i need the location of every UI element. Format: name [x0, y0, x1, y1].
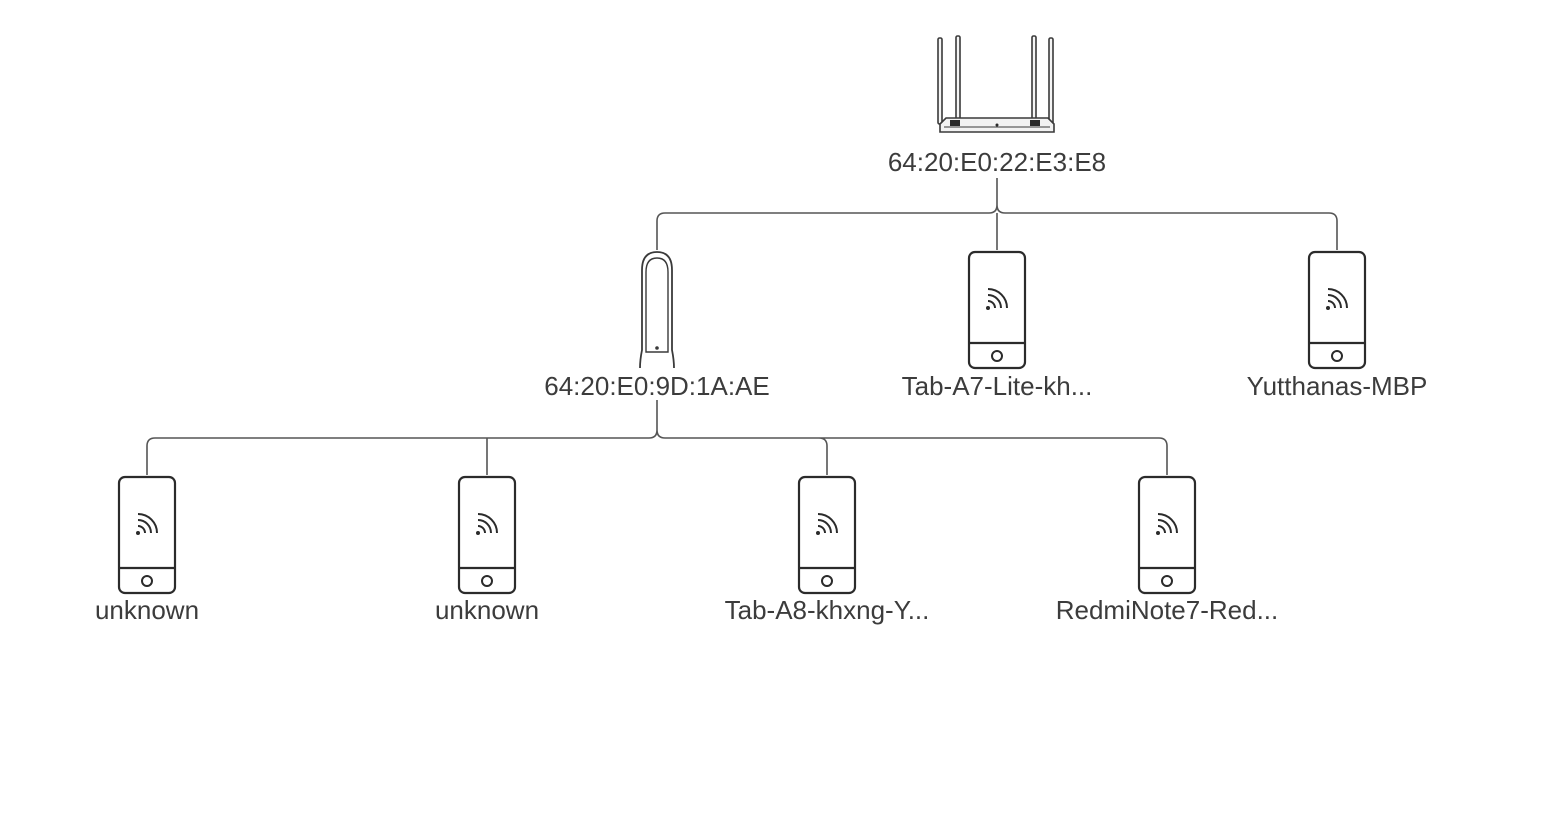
wireless-phone-icon	[797, 475, 857, 595]
wireless-phone-icon	[457, 475, 517, 595]
client-node-mesh-3[interactable]: RedmiNote7-Red...	[1056, 475, 1279, 625]
mesh-satellite-icon	[639, 251, 675, 369]
link-router-bus	[656, 178, 1338, 250]
wireless-phone-icon	[1137, 475, 1197, 595]
wireless-phone-icon	[1307, 250, 1367, 370]
client-label: unknown	[435, 595, 539, 625]
mesh-node-label: 64:20:E0:9D:1A:AE	[544, 371, 769, 401]
link-mesh-bus	[146, 400, 1168, 475]
client-node-mesh-0[interactable]: unknown	[95, 475, 199, 625]
client-node-mesh-2[interactable]: Tab-A8-khxng-Y...	[725, 475, 930, 625]
client-label: Tab-A7-Lite-kh...	[902, 371, 1093, 401]
client-node-mesh-1[interactable]: unknown	[435, 475, 539, 625]
links	[146, 178, 1338, 475]
client-label: unknown	[95, 595, 199, 625]
wireless-phone-icon	[117, 475, 177, 595]
mesh-node[interactable]: 64:20:E0:9D:1A:AE	[544, 251, 770, 401]
client-node-router-0[interactable]: Tab-A7-Lite-kh...	[902, 250, 1093, 401]
router-node[interactable]: 64:20:E0:22:E3:E8	[888, 35, 1106, 177]
client-label: RedmiNote7-Red...	[1056, 595, 1279, 625]
client-label: Yutthanas-MBP	[1247, 371, 1428, 401]
wireless-phone-icon	[967, 250, 1027, 370]
client-label: Tab-A8-khxng-Y...	[725, 595, 930, 625]
client-node-router-1[interactable]: Yutthanas-MBP	[1247, 250, 1428, 401]
router-icon	[937, 35, 1055, 133]
router-label: 64:20:E0:22:E3:E8	[888, 147, 1106, 177]
